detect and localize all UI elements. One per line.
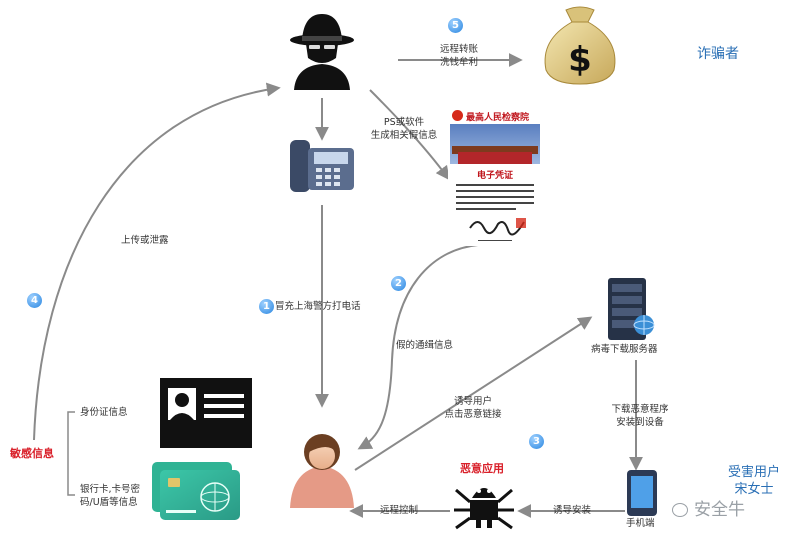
bank-info-line1: 银行卡,卡号密 xyxy=(80,484,141,495)
certificate-title: 电子凭证 xyxy=(476,171,513,181)
edge-ps xyxy=(369,89,450,181)
certificate-text-line xyxy=(456,202,534,204)
victim-icon xyxy=(290,434,354,508)
scammer-title: 诈骗者 xyxy=(697,46,739,62)
upload-label: 上传或泄露 xyxy=(121,235,169,246)
info-bracket xyxy=(67,411,75,496)
ps-label: PS或软件 生成相关假信息 xyxy=(356,116,452,142)
bank-cards-icon xyxy=(152,462,240,520)
certificate-text-line xyxy=(456,208,516,210)
ps-label-line1: PS或软件 xyxy=(383,117,425,128)
remote-control-label: 远程控制 xyxy=(380,505,419,516)
transfer-label: 远程转账 洗钱牟利 xyxy=(424,43,494,69)
step-badge-4: 4 xyxy=(27,293,42,308)
emblem-icon xyxy=(452,110,463,121)
fake-notice-label: 假的通缉信息 xyxy=(396,340,454,351)
victim-title-line1: 受害用户 xyxy=(727,465,780,480)
fake-certificate: 最高人民检察院 电子凭证 xyxy=(448,108,542,246)
edge-lure xyxy=(354,316,593,471)
certificate-text-line xyxy=(456,196,534,198)
induce-install-label: 诱导安装 xyxy=(553,505,592,516)
edge-fake-notice xyxy=(357,244,479,450)
step-badge-3: 3 xyxy=(529,434,544,449)
download-label-line2: 安装到设备 xyxy=(616,417,664,428)
lure-label-line1: 诱导用户 xyxy=(453,396,492,407)
id-info-label: 身份证信息 xyxy=(80,407,128,418)
victim-title: 受害用户 宋女士 xyxy=(716,464,792,498)
svg-text:$: $ xyxy=(568,40,592,80)
step-badge-1: 1 xyxy=(259,299,274,314)
wechat-icon xyxy=(672,503,688,517)
malware-label: 恶意应用 xyxy=(460,462,504,475)
watermark: 安全牛 xyxy=(672,500,745,520)
lure-label: 诱导用户 点击恶意链接 xyxy=(428,395,518,421)
certificate-text-line xyxy=(456,184,534,186)
step-badge-5: 5 xyxy=(448,18,463,33)
desk-phone-icon xyxy=(290,140,354,192)
edges xyxy=(33,53,643,518)
scammer-icon xyxy=(290,14,354,90)
transfer-label-line2: 洗钱牟利 xyxy=(439,57,478,68)
id-card-graphic xyxy=(168,388,244,420)
certificate-header: 最高人民检察院 xyxy=(466,113,530,123)
money-bag-icon: $ xyxy=(544,6,616,85)
server-label: 病毒下载服务器 xyxy=(591,344,658,355)
victim-title-line2: 宋女士 xyxy=(734,482,774,497)
certificate-footer-line xyxy=(478,240,512,241)
call-label: 冒充上海警方打电话 xyxy=(275,301,361,312)
step-badge-2: 2 xyxy=(391,276,406,291)
ps-label-line2: 生成相关假信息 xyxy=(370,130,438,141)
edge-upload xyxy=(33,82,281,441)
lure-label-line2: 点击恶意链接 xyxy=(444,409,502,420)
bank-info-label: 银行卡,卡号密 码/U盾等信息 xyxy=(80,483,140,509)
watermark-text: 安全牛 xyxy=(694,500,745,520)
phone-label: 手机端 xyxy=(626,518,655,529)
download-label-line1: 下载恶意程序 xyxy=(611,404,669,415)
mobile-phone-icon xyxy=(627,470,657,516)
download-label: 下载恶意程序 安装到设备 xyxy=(598,403,682,429)
certificate-photo-roof xyxy=(452,146,538,154)
sensitive-info-label: 敏感信息 xyxy=(10,447,54,460)
signature-icon xyxy=(469,218,526,236)
bank-info-line2: 码/U盾等信息 xyxy=(80,497,138,508)
malware-icon xyxy=(454,488,514,530)
certificate-text-line xyxy=(456,190,534,192)
id-card-icon xyxy=(160,378,252,448)
transfer-label-line1: 远程转账 xyxy=(439,44,478,55)
certificate-photo-gate xyxy=(458,152,532,164)
server-icon xyxy=(608,278,655,340)
